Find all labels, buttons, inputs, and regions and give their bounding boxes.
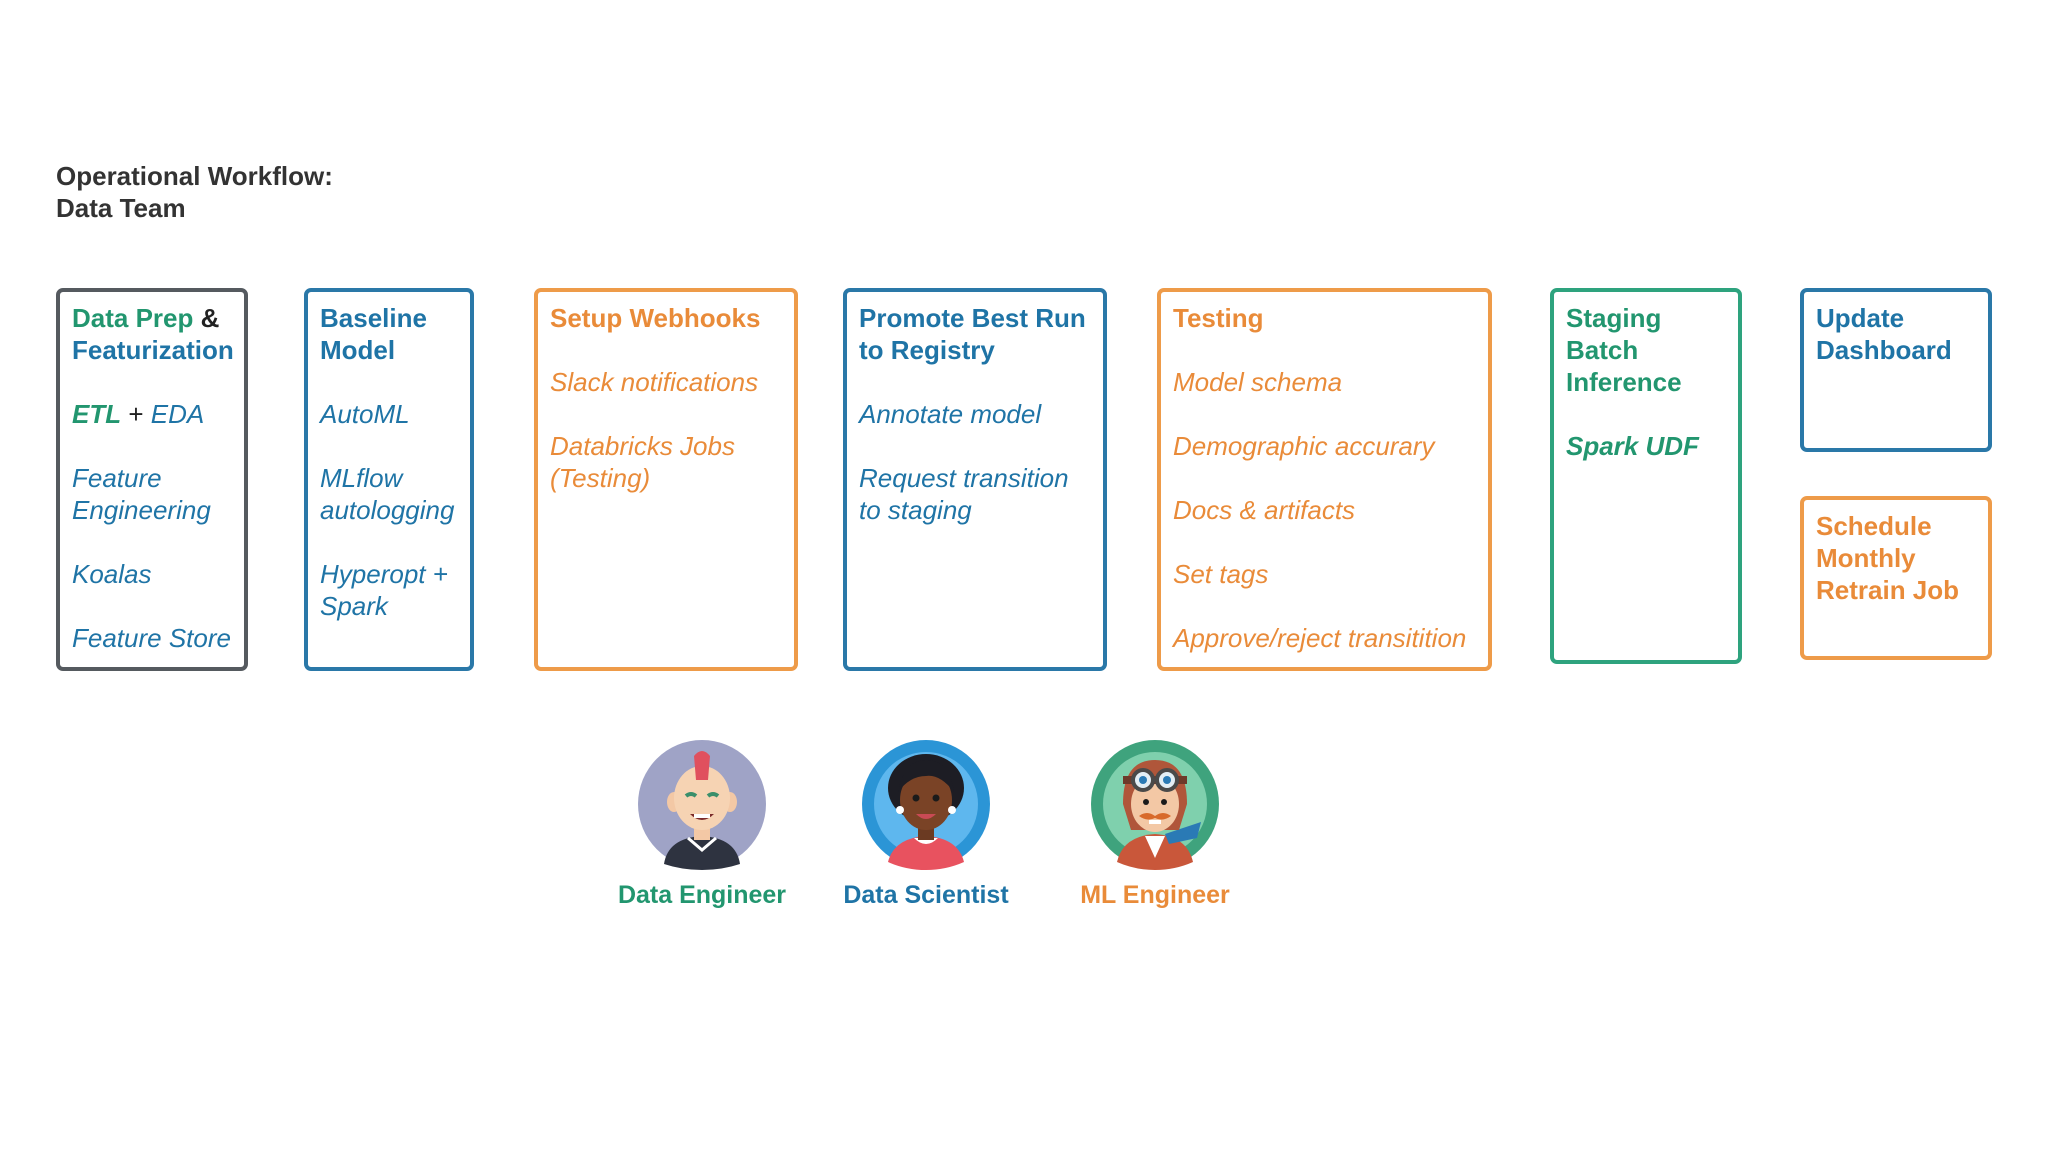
card-setup-webhooks-item: Databricks Jobs (Testing): [550, 431, 735, 493]
card-promote-best-run: Promote Best Run to Registry Annotate mo…: [843, 288, 1107, 671]
data-engineer-avatar-icon: [638, 740, 766, 870]
card-testing-item: Model schema: [1173, 367, 1343, 397]
card-testing-item: Demographic accurary: [1173, 431, 1435, 461]
page-title-line-2: Data Team: [56, 193, 186, 223]
card-setup-webhooks-item: Slack notifications: [550, 367, 759, 397]
card-data-prep-item: Feature Store: [72, 623, 231, 653]
card-update-dashboard-title: Update Dashboard: [1816, 303, 1952, 365]
card-testing-item: Set tags: [1173, 559, 1269, 589]
persona-label: Data Engineer: [617, 881, 787, 909]
card-schedule-retrain-title: Schedule Monthly Retrain Job: [1816, 511, 1960, 605]
card-promote-best-run-title: Promote Best Run to Registry: [859, 303, 1086, 365]
eda-label: EDA: [150, 399, 205, 429]
card-data-prep-item-etl-eda: ETL + EDA: [72, 398, 232, 430]
card-staging-batch-inference-item: Spark UDF: [1566, 431, 1699, 461]
data-scientist-avatar-icon: [862, 740, 990, 870]
card-testing-item: Approve/reject transitition: [1173, 623, 1467, 653]
card-setup-webhooks: Setup Webhooks Slack notifications Datab…: [534, 288, 798, 671]
card-staging-batch-inference-title: Staging Batch Inference: [1566, 303, 1682, 397]
persona-label: ML Engineer: [1080, 881, 1230, 909]
page-title-line-1: Operational Workflow:: [56, 161, 333, 191]
etl-label: ETL: [72, 399, 122, 429]
persona-label: Data Scientist: [843, 881, 1009, 909]
card-data-prep: Data Prep & Featurization ETL + EDA Feat…: [56, 288, 248, 671]
ml-engineer-avatar-icon: [1091, 740, 1219, 870]
card-promote-best-run-item: Request transition to staging: [859, 463, 1069, 525]
persona-data-engineer: Data Engineer: [612, 738, 792, 910]
page-title: Operational Workflow: Data Team: [56, 160, 333, 224]
card-testing: Testing Model schema Demographic accurar…: [1157, 288, 1492, 671]
card-schedule-retrain: Schedule Monthly Retrain Job: [1800, 496, 1992, 660]
card-staging-batch-inference: Staging Batch Inference Spark UDF: [1550, 288, 1742, 664]
card-baseline-model-title: Baseline Model: [320, 303, 427, 365]
card-promote-best-run-item: Annotate model: [859, 399, 1042, 429]
card-baseline-model-item: MLflow autologging: [320, 463, 455, 525]
card-testing-item: Docs & artifacts: [1173, 495, 1356, 525]
card-data-prep-title-part1: Data Prep: [72, 303, 194, 333]
card-data-prep-item: Feature Engineering: [72, 463, 211, 525]
card-setup-webhooks-title: Setup Webhooks: [550, 303, 761, 333]
card-data-prep-item: Koalas: [72, 559, 152, 589]
plus-label: +: [128, 399, 144, 429]
card-testing-title: Testing: [1173, 303, 1264, 333]
card-baseline-model: Baseline Model AutoML MLflow autologging…: [304, 288, 474, 671]
persona-ml-engineer: ML Engineer: [1065, 738, 1245, 910]
card-data-prep-title-amp: &: [200, 303, 220, 333]
card-update-dashboard: Update Dashboard: [1800, 288, 1992, 452]
card-baseline-model-item: Hyperopt + Spark: [320, 559, 448, 621]
card-data-prep-title: Data Prep & Featurization: [72, 302, 234, 366]
card-data-prep-title-part2: Featurization: [72, 335, 234, 365]
persona-data-scientist: Data Scientist: [836, 738, 1016, 910]
card-baseline-model-item: AutoML: [320, 399, 410, 429]
